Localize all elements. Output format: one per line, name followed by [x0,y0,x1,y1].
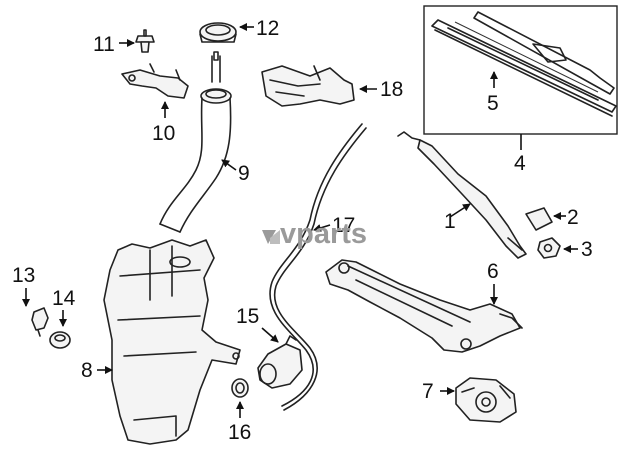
part-2-arm-cap [525,207,553,231]
part-18-duct [261,65,355,107]
callout-5: 5 [487,92,499,115]
part-10-bracket [121,63,189,99]
part-11-clip [135,29,155,53]
callout-9: 9 [238,162,250,185]
callout-3: 3 [581,238,593,261]
part-7-wiper-motor [455,377,517,423]
part-6-wiper-linkage [325,259,523,353]
wiper-blade-inset-box [423,5,618,135]
part-3-nut [537,237,561,259]
callout-16: 16 [228,421,251,444]
part-13-level-sensor [31,307,49,337]
part-8-washer-reservoir [103,239,241,445]
callout-15: 15 [236,305,259,328]
callout-11: 11 [93,33,115,56]
watermark-brand: vparts [280,218,367,250]
callout-13: 13 [12,264,35,287]
part-9-filler-neck [159,51,232,233]
callout-2: 2 [567,206,579,229]
part-1-wiper-arm [397,131,527,259]
leader-15 [261,327,279,343]
wiper-blade-drawing [431,11,617,117]
leader-1 [449,203,471,218]
part-16-seal-ring [231,378,249,398]
part-15-washer-pump [257,335,303,389]
callout-17: 17 [332,214,355,237]
callout-14: 14 [52,287,76,310]
callout-6: 6 [487,260,499,283]
callout-7: 7 [422,380,434,403]
vparts-watermark: vparts [262,218,367,250]
callout-1: 1 [444,210,456,233]
vparts-logo-icon [262,230,280,244]
callout-10: 10 [152,122,175,145]
part-14-grommet [49,331,71,349]
callout-18: 18 [380,78,403,101]
leader-9 [221,159,237,171]
leader-17 [313,224,331,232]
part-12-cap [199,22,237,43]
callout-8: 8 [81,359,93,382]
callout-12: 12 [256,17,279,40]
callout-4: 4 [514,152,526,175]
part-17-washer-hose [269,123,367,411]
